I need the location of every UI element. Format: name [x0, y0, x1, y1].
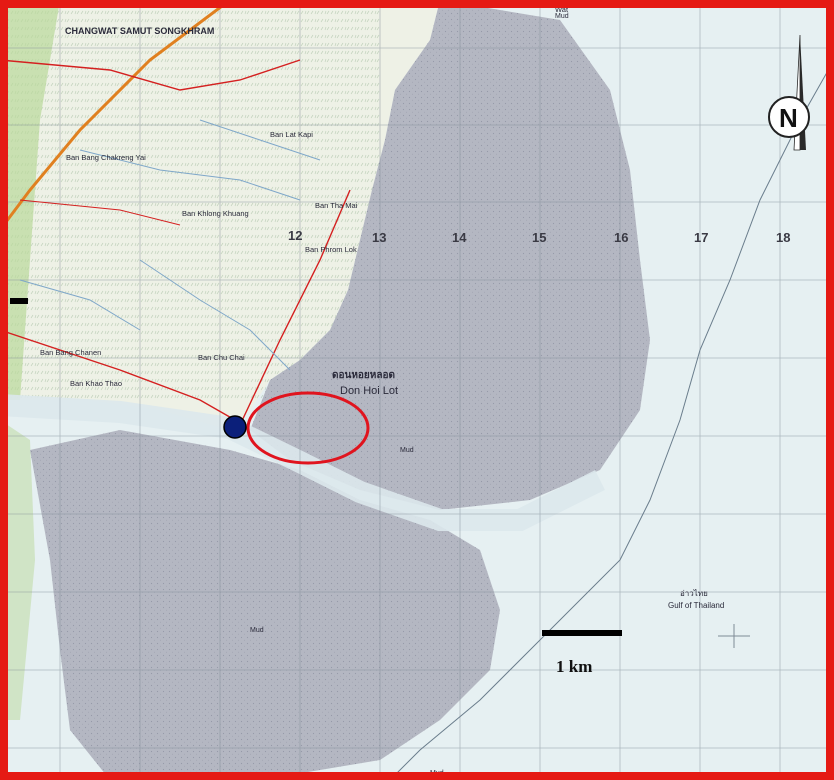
north-arrow: N [768, 34, 810, 151]
scale-label: 1 km [556, 657, 592, 676]
highlight-ellipse [246, 391, 370, 465]
location-marker [223, 415, 247, 439]
place-label: Ban Chu Chai [198, 353, 245, 362]
north-label: N [779, 103, 798, 133]
grid-number: 16 [614, 230, 628, 245]
grid-number: 15 [532, 230, 546, 245]
depth-contour [389, 59, 834, 780]
place-labels: CHANGWAT SAMUT SONGKHRAM Ban Bang Chakre… [40, 5, 569, 388]
grid-number: 13 [372, 230, 386, 245]
grid-number: 14 [452, 230, 467, 245]
grid-number: 17 [694, 230, 708, 245]
marsh-texture [0, 0, 380, 400]
place-label: Ban Lat Kapi [270, 130, 313, 139]
place-label: Ban Tha Mai [315, 201, 358, 210]
place-label: Ban Phrom Lok [305, 245, 357, 254]
mud-label: Mud [400, 447, 414, 454]
north-circle [768, 96, 810, 138]
mud-label: Mud [250, 627, 264, 634]
grid-number: 12 [288, 228, 302, 243]
province-label: CHANGWAT SAMUT SONGKHRAM [65, 26, 214, 36]
mudflat-don-hoi-lot-dots [250, 0, 650, 510]
mudflat-south-dots [30, 430, 500, 780]
river-channel [0, 394, 605, 531]
place-label: Ban Khlong Khuang [182, 209, 249, 218]
place-label: Ban Khao Thao [70, 379, 122, 388]
roads [0, 0, 351, 426]
place-label: Ban Bang Chakreng Yai [66, 153, 146, 162]
scale-bar: 1 km [542, 630, 622, 676]
feature-thai-label: ดอนหอยหลอด [332, 370, 395, 381]
green-strip-lower [0, 420, 35, 720]
sea-name-label: Gulf of Thailand [668, 601, 724, 610]
cross-marker [718, 624, 750, 648]
feature-name-label: Don Hoi Lot [340, 385, 398, 397]
mud-label: Mud [555, 13, 569, 20]
streams [19, 119, 321, 371]
place-label: Ban Bang Chanen [40, 348, 101, 357]
scale-bar-line [542, 630, 622, 636]
grid-number: 18 [776, 230, 790, 245]
place-label: Wat [555, 5, 569, 14]
sea-thai-label: อ่าวไทย [680, 589, 708, 598]
edge-marker [10, 298, 28, 304]
grid-numbers: 12 13 14 15 16 17 18 [288, 228, 790, 245]
